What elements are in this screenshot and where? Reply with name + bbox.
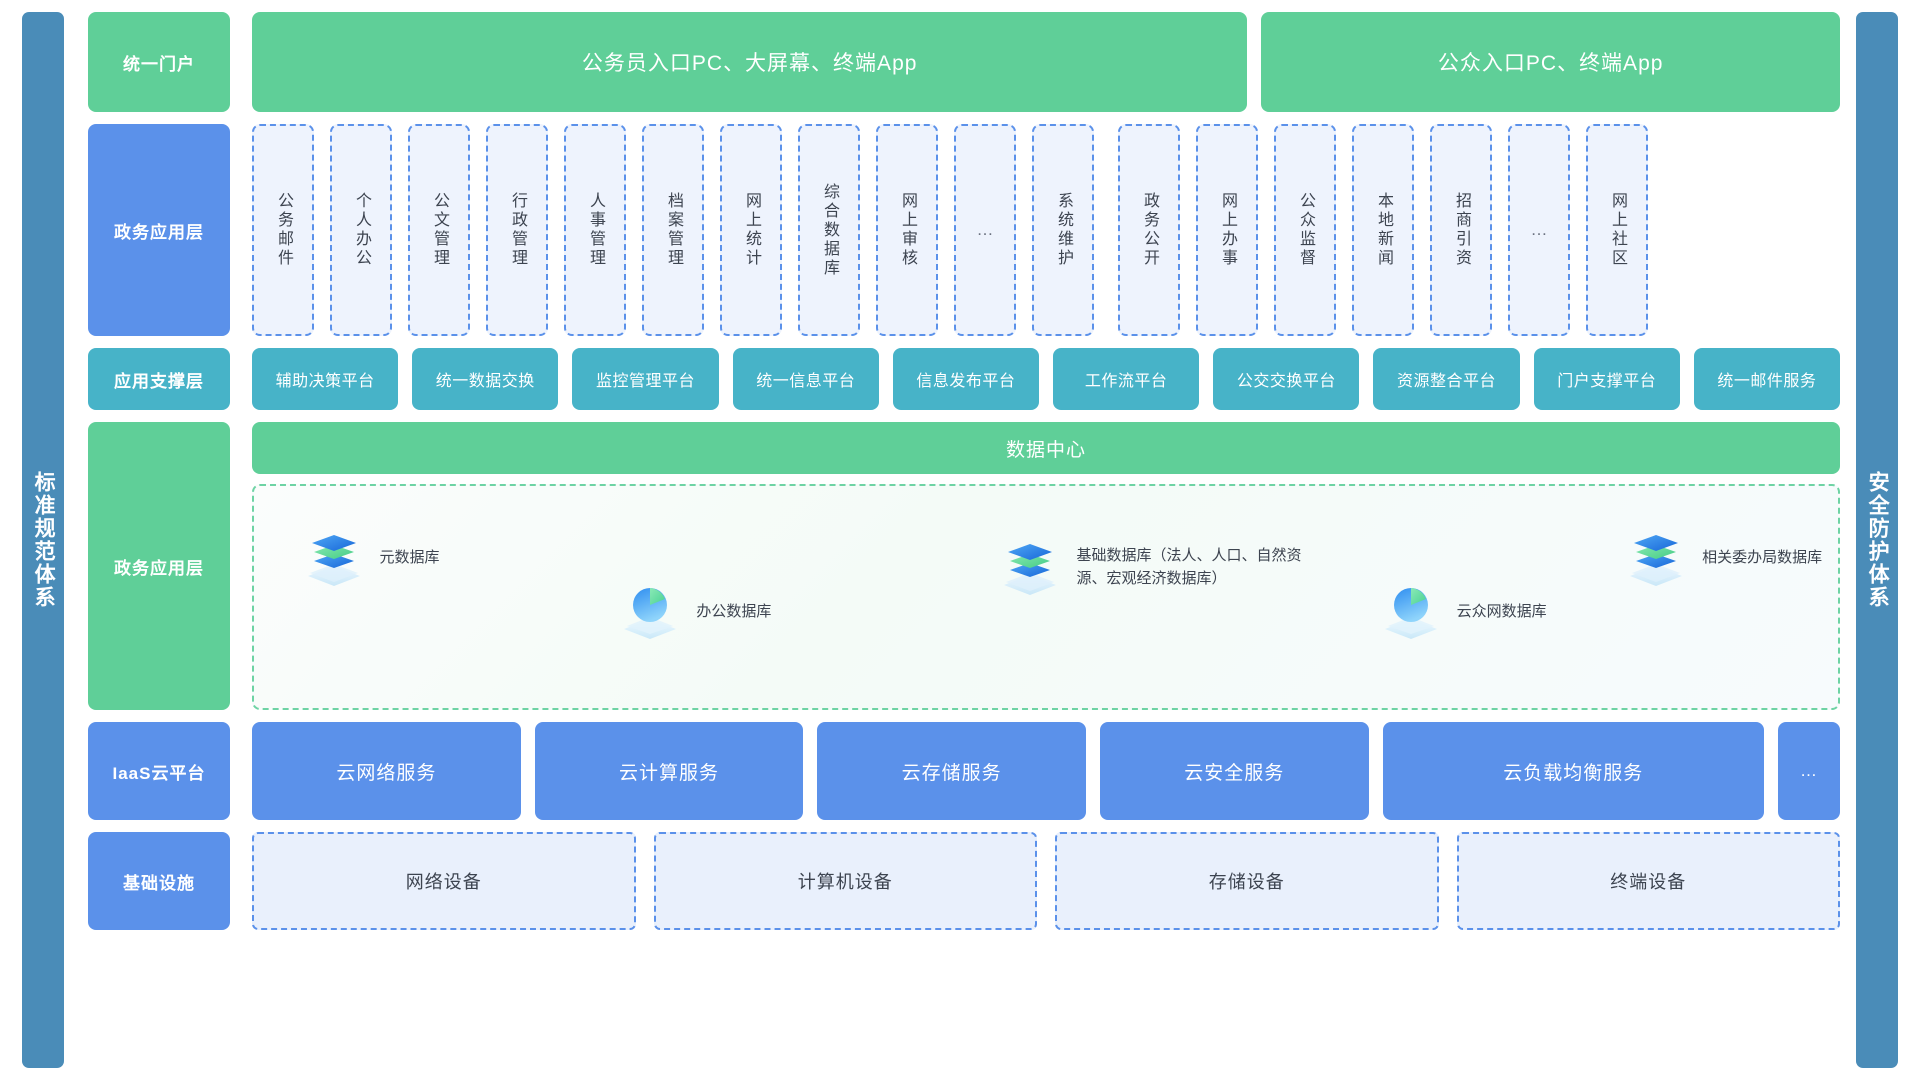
portal-boxes: 公务员入口PC、大屏幕、终端App 公众入口PC、终端App (252, 12, 1840, 112)
application-group-divider (1094, 124, 1118, 336)
iaas-service-box[interactable]: 云计算服务 (534, 722, 804, 820)
database-label: 元数据库 (379, 549, 440, 567)
app-card[interactable]: 网上社区 (1586, 124, 1648, 336)
layer-label-data-application: 政务应用层 (88, 422, 230, 710)
iaas-service-boxes: 云网络服务云计算服务云存储服务云安全服务云负载均衡服务… (252, 722, 1841, 820)
application-group-public: 政务公开网上办事公众监督本地新闻招商引资 … 网上社区 (1118, 124, 1648, 336)
support-platform-box[interactable]: 资源整合平台 (1373, 348, 1520, 410)
portal-box-public[interactable]: 公众入口PC、终端App (1261, 12, 1840, 112)
infrastructure-boxes: 网络设备计算机设备存储设备终端设备 (252, 832, 1840, 930)
iaas-service-box[interactable]: 云网络服务 (252, 722, 521, 820)
app-card[interactable]: 行政管理 (486, 124, 548, 336)
app-card[interactable]: 政务公开 (1118, 124, 1180, 336)
database-label: 办公数据库 (696, 602, 772, 620)
app-card-more[interactable]: … (954, 124, 1016, 336)
support-platform-box[interactable]: 监控管理平台 (572, 348, 719, 410)
row-application-support-layer: 应用支撑层 辅助决策平台统一数据交换监控管理平台统一信息平台信息发布平台工作流平… (88, 348, 1841, 410)
layer-label-iaas-cloud-platform: IaaS云平台 (88, 722, 230, 820)
infrastructure-box[interactable]: 计算机设备 (653, 832, 1037, 930)
app-card[interactable]: 档案管理 (642, 124, 704, 336)
layer-label-unified-portal: 统一门户 (88, 12, 230, 112)
database-item[interactable]: 相关委办局数据库 (1624, 526, 1822, 590)
app-card[interactable]: 综合数据库 (798, 124, 860, 336)
iaas-service-more[interactable]: … (1778, 722, 1841, 820)
support-platform-box[interactable]: 辅助决策平台 (252, 348, 399, 410)
database-label: 基础数据库（法人、人口、自然资源、宏观经济数据库） (1076, 546, 1302, 587)
layer-label-infrastructure: 基础设施 (88, 832, 230, 930)
app-card[interactable]: 公众监督 (1274, 124, 1336, 336)
left-rail-standard-system: 标准规范体系 (22, 12, 64, 1068)
app-card[interactable]: 网上审核 (876, 124, 938, 336)
database-label: 云众网数据库 (1456, 602, 1547, 620)
database-item[interactable]: 基础数据库（法人、人口、自然资源、宏观经济数据库） (998, 535, 1306, 599)
support-platform-box[interactable]: 工作流平台 (1053, 348, 1200, 410)
application-group-government: 公务邮件个人办公公文管理行政管理人事管理档案管理网上统计综合数据库网上审核 …系统… (252, 124, 1094, 336)
iaas-service-box[interactable]: 云负载均衡服务 (1382, 722, 1765, 820)
support-platform-box[interactable]: 公交交换平台 (1213, 348, 1360, 410)
pie-icon (1379, 579, 1443, 643)
iaas-service-box[interactable]: 云安全服务 (1099, 722, 1369, 820)
layer-label-government-application: 政务应用层 (88, 124, 230, 336)
row-iaas-cloud-platform: IaaS云平台 云网络服务云计算服务云存储服务云安全服务云负载均衡服务… (88, 722, 1841, 820)
portal-box-government[interactable]: 公务员入口PC、大屏幕、终端App (252, 12, 1248, 112)
app-card-more[interactable]: … (1508, 124, 1570, 336)
layers-icon (998, 535, 1062, 599)
infrastructure-box[interactable]: 网络设备 (252, 832, 636, 930)
database-item[interactable]: 元数据库 (302, 526, 440, 590)
iaas-service-box[interactable]: 云存储服务 (817, 722, 1086, 820)
right-rail-security-system: 安全防护体系 (1856, 12, 1898, 1068)
diagram-grid: 统一门户 公务员入口PC、大屏幕、终端App 公众入口PC、终端App 政务应用… (88, 12, 1841, 1068)
row-government-application-layer: 政务应用层 公务邮件个人办公公文管理行政管理人事管理档案管理网上统计综合数据库网… (88, 124, 1840, 336)
app-card[interactable]: 公务邮件 (252, 124, 314, 336)
layers-icon (1624, 526, 1688, 590)
row-infrastructure: 基础设施 网络设备计算机设备存储设备终端设备 (88, 832, 1840, 930)
row-data-center: 政务应用层 数据中心 元数据库 (88, 422, 1840, 710)
app-card[interactable]: 个人办公 (330, 124, 392, 336)
support-platform-box[interactable]: 统一数据交换 (412, 348, 559, 410)
layers-icon (302, 526, 366, 590)
support-platform-box[interactable]: 统一信息平台 (732, 348, 879, 410)
app-card[interactable]: 公文管理 (408, 124, 470, 336)
support-platform-box[interactable]: 信息发布平台 (892, 348, 1040, 410)
support-platform-box[interactable]: 门户支撑平台 (1533, 348, 1680, 410)
infrastructure-box[interactable]: 终端设备 (1456, 832, 1840, 930)
application-cards-area: 公务邮件个人办公公文管理行政管理人事管理档案管理网上统计综合数据库网上审核…系统… (252, 124, 1840, 336)
data-center-header: 数据中心 (252, 422, 1840, 474)
data-center-body: 元数据库 办公数据库 (252, 484, 1840, 710)
support-platform-box[interactable]: 统一邮件服务 (1693, 348, 1841, 410)
layer-label-application-support: 应用支撑层 (88, 348, 230, 410)
app-card[interactable]: 网上办事 (1196, 124, 1258, 336)
database-item[interactable]: 办公数据库 (618, 579, 771, 643)
app-card[interactable]: 招商引资 (1430, 124, 1492, 336)
app-card[interactable]: 本地新闻 (1352, 124, 1414, 336)
database-label: 相关委办局数据库 (1702, 549, 1823, 567)
app-card[interactable]: 系统维护 (1032, 124, 1094, 336)
app-card[interactable]: 人事管理 (564, 124, 626, 336)
database-item[interactable]: 云众网数据库 (1379, 579, 1547, 643)
pie-icon (618, 579, 682, 643)
support-platform-boxes: 辅助决策平台统一数据交换监控管理平台统一信息平台信息发布平台工作流平台公交交换平… (252, 348, 1841, 410)
infrastructure-box[interactable]: 存储设备 (1055, 832, 1439, 930)
row-unified-portal: 统一门户 公务员入口PC、大屏幕、终端App 公众入口PC、终端App (88, 12, 1840, 112)
data-center-column: 数据中心 元数据库 (252, 422, 1840, 710)
app-card[interactable]: 网上统计 (720, 124, 782, 336)
